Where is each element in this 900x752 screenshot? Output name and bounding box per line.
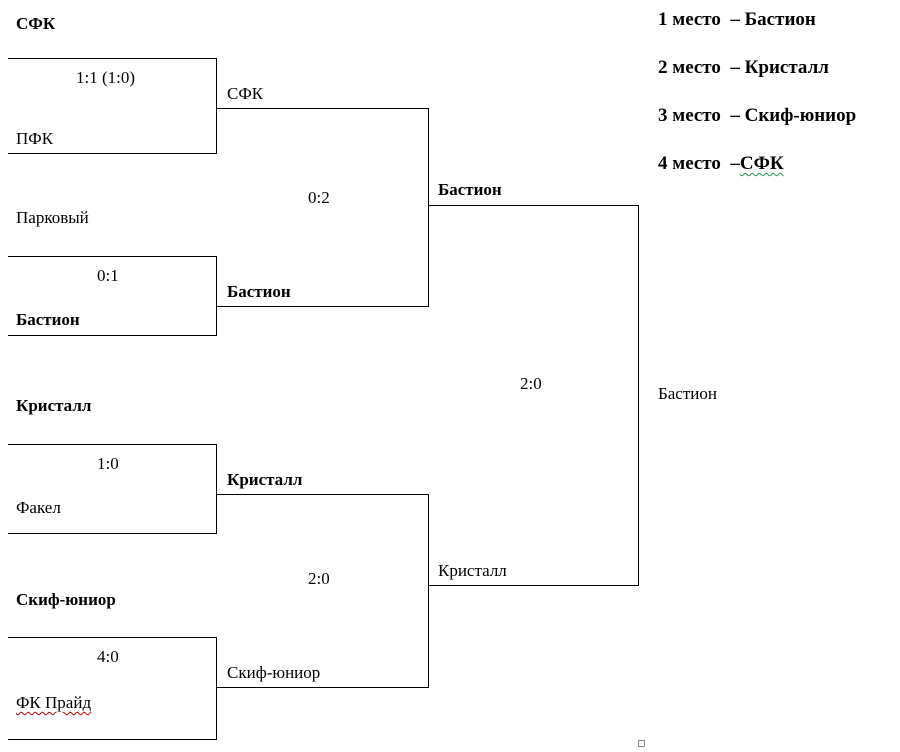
r1-box-2 <box>8 256 217 336</box>
r1-box-1 <box>8 58 217 154</box>
r1-m4-bottom-team-text: ФК Прайд <box>16 693 92 712</box>
placing-4-team: СФК <box>739 153 784 174</box>
placing-1: 1 место – Бастион <box>658 9 816 31</box>
placing-3: 3 место – Скиф-юниор <box>658 105 856 127</box>
final-top-team: Бастион <box>438 180 502 199</box>
placing-3-place: 3 место <box>658 105 721 126</box>
r1-box-4 <box>8 637 217 740</box>
r1-m2-top-team: Парковый <box>16 208 89 227</box>
r1-m3-score: 1:0 <box>97 454 119 473</box>
final-winner: Бастион <box>658 384 717 403</box>
anchor-marker <box>638 740 645 747</box>
final-bottom-team: Кристалл <box>438 561 507 580</box>
placing-2-team: Кристалл <box>744 57 829 78</box>
final-box <box>428 205 639 586</box>
placing-2-sep: – <box>730 57 745 78</box>
r2-m1-score: 0:2 <box>308 188 330 207</box>
r2-box-1 <box>216 108 429 307</box>
placing-4-place: 4 место <box>658 153 721 174</box>
placing-3-sep: – <box>730 105 745 126</box>
r1-m1-bottom-team: ПФК <box>16 129 54 148</box>
r2-box-2 <box>216 494 429 688</box>
r1-m1-top-team: СФК <box>16 14 56 33</box>
r1-m2-score: 0:1 <box>97 266 119 285</box>
placing-1-sep: – <box>730 9 745 30</box>
r1-m4-score: 4:0 <box>97 647 119 666</box>
placing-4: 4 место –СФК <box>658 153 784 175</box>
placing-2-place: 2 место <box>658 57 721 78</box>
r2-m1-top-team: СФК <box>227 84 264 103</box>
r2-m1-bottom-team: Бастион <box>227 282 291 301</box>
placing-1-team: Бастион <box>744 9 816 30</box>
r1-m2-bottom-team: Бастион <box>16 310 80 329</box>
placing-4-sep: – <box>730 153 740 174</box>
r1-box-3 <box>8 444 217 534</box>
placing-1-place: 1 место <box>658 9 721 30</box>
r2-m2-score: 2:0 <box>308 569 330 588</box>
r1-m4-top-team: Скиф-юниор <box>16 590 116 609</box>
r2-m2-top-team: Кристалл <box>227 470 303 489</box>
r1-m4-bottom-team: ФК Прайд <box>16 693 91 713</box>
r2-m2-bottom-team: Скиф-юниор <box>227 663 321 682</box>
r1-m1-score: 1:1 (1:0) <box>76 68 136 87</box>
r1-m3-top-team: Кристалл <box>16 396 92 415</box>
final-score: 2:0 <box>520 374 542 393</box>
r1-m3-bottom-team: Факел <box>16 498 61 517</box>
placing-2: 2 место – Кристалл <box>658 57 829 79</box>
placing-3-team: Скиф-юниор <box>744 105 857 126</box>
